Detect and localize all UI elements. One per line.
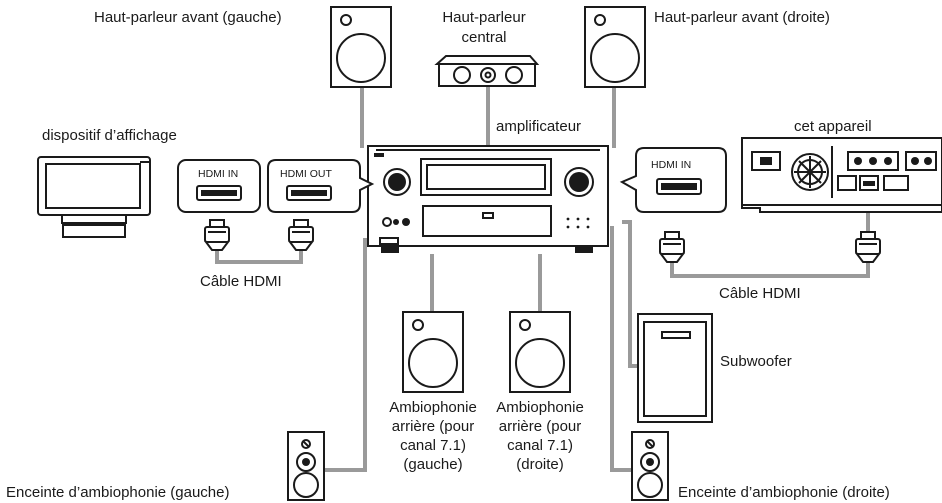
rear-right-label-3: canal 7.1) [507,437,573,454]
front-left-label: Haut-parleur avant (gauche) [94,9,282,26]
center-speaker [434,55,540,87]
hdmi-plug-left-2 [288,219,314,251]
hdmi-in-right-callout [619,147,727,213]
rear-right-label-1: Ambiophonie [496,399,584,416]
rear-left-label-1: Ambiophonie [389,399,477,416]
front-right-label: Haut-parleur avant (droite) [654,9,830,26]
hdmi-cable-right-line [670,260,870,278]
hdmi-cable-left-label: Câble HDMI [200,273,282,290]
hdmi-out-label: HDMI OUT [280,168,332,180]
hdmi-plug-right-2 [855,231,881,263]
rear-left-label-2: arrière (pour [392,418,475,435]
rear-right-label-4: (droite) [516,456,564,473]
rear-left-label-3: canal 7.1) [400,437,466,454]
hdmi-plug-right-1 [659,231,685,263]
rear-left-label-4: (gauche) [403,456,462,473]
hdmi-cable-right-label: Câble HDMI [719,285,801,302]
hdmi-in-callout [177,159,261,213]
rear-right-speaker [509,311,571,393]
hdmi-out-callout [267,159,375,213]
surround-right-label: Enceinte d’ambiophonie (droite) [678,484,890,501]
center-label-line2: central [461,29,506,46]
front-left-speaker [330,6,392,88]
amplifier-label: amplificateur [496,118,581,135]
rear-left-speaker [402,311,464,393]
speaker-wires [320,85,655,472]
front-right-speaker [584,6,646,88]
surround-left-speaker [287,431,325,501]
display-device [37,156,151,238]
hdmi-plug-left-1 [204,219,230,251]
subwoofer-label: Subwoofer [720,353,792,370]
display-label: dispositif d’affichage [42,127,177,144]
surround-right-speaker [631,431,669,501]
this-unit-device [741,137,942,213]
hdmi-in-right-label: HDMI IN [651,159,691,171]
center-label-line1: Haut-parleur [442,9,525,26]
surround-left-label: Enceinte d’ambiophonie (gauche) [6,484,229,501]
subwoofer-device [637,313,713,423]
hdmi-cable-left-line [215,248,303,264]
amplifier-device [367,145,609,253]
this-unit-label: cet appareil [794,118,872,135]
rear-right-label-2: arrière (pour [499,418,582,435]
hdmi-in-label: HDMI IN [198,168,238,180]
